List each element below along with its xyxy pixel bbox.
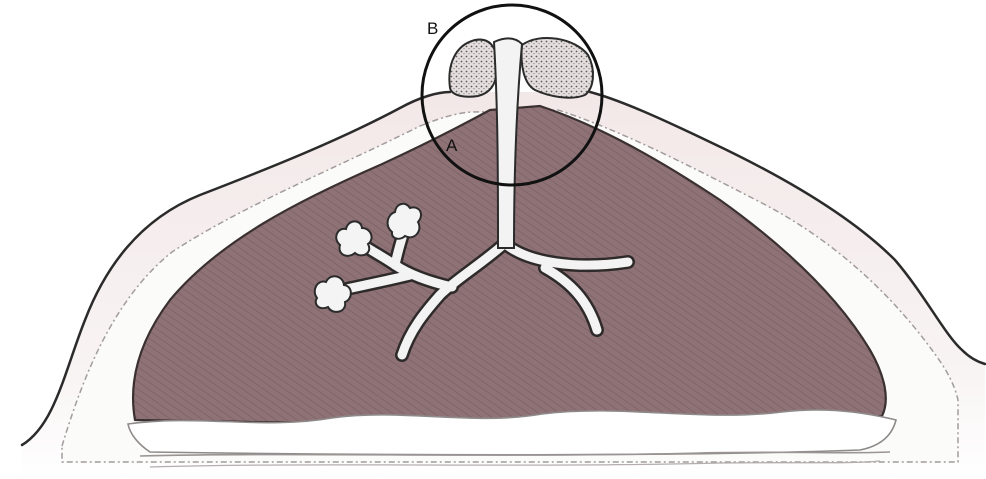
label-a: A: [446, 136, 458, 155]
nipple-lobe-left: [449, 40, 497, 97]
nipple-lobe-right: [522, 38, 594, 98]
label-b: B: [427, 19, 438, 38]
